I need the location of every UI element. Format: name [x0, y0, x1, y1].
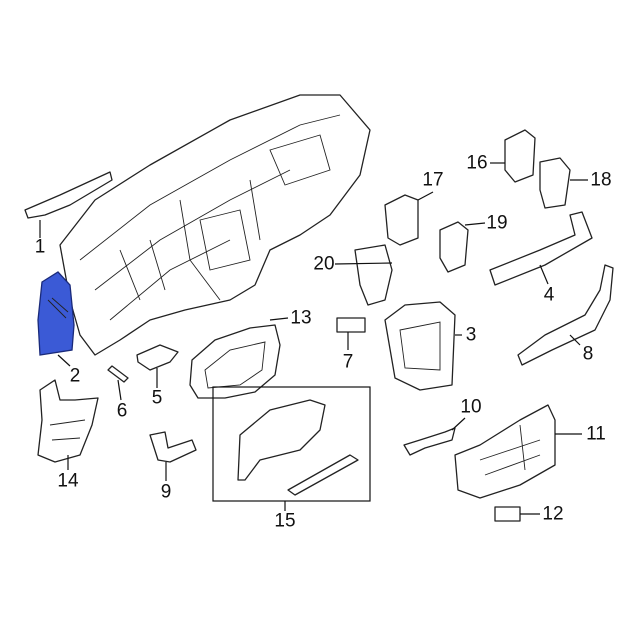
callout-5: 5 [151, 387, 163, 409]
callout-9: 9 [160, 481, 172, 503]
callout-18: 18 [590, 169, 612, 191]
callout-3: 3 [465, 324, 477, 346]
part-12 [494, 506, 521, 522]
part-17-vent [384, 194, 419, 246]
callout-15: 15 [274, 510, 296, 532]
callout-14: 14 [57, 470, 79, 492]
part-8-trim [517, 264, 614, 366]
callout-8: 8 [582, 343, 594, 365]
part-5 [136, 344, 179, 371]
callout-17: 17 [422, 169, 444, 191]
callout-1: 1 [34, 236, 46, 258]
callout-13: 13 [290, 307, 312, 329]
part-9 [149, 431, 197, 463]
part-1-bracket [24, 171, 113, 219]
callout-10: 10 [460, 396, 482, 418]
part-19 [439, 221, 469, 273]
part-4-trim [489, 211, 593, 286]
leader-lines [39, 162, 588, 515]
part-14 [37, 379, 99, 463]
part-20 [354, 244, 393, 306]
callout-20: 20 [313, 253, 335, 275]
part-10 [403, 427, 456, 456]
callout-12: 12 [542, 503, 564, 525]
part-15-trim-lower [287, 454, 359, 496]
part-18 [539, 157, 571, 209]
part-3-console [384, 301, 456, 391]
callout-4: 4 [543, 284, 555, 306]
callout-7: 7 [342, 351, 354, 373]
part-15-trim-upper [237, 399, 326, 481]
callout-11: 11 [586, 423, 606, 445]
part-2-highlighted [37, 271, 75, 356]
part-16-vent [504, 129, 536, 183]
callout-2: 2 [69, 365, 81, 387]
callout-6: 6 [116, 400, 128, 422]
instrument-panel-frame [59, 94, 371, 356]
part-13-cluster-bezel [189, 324, 281, 399]
part-7-switch [336, 317, 366, 333]
callout-16: 16 [466, 152, 488, 174]
callout-19: 19 [486, 212, 508, 234]
part-15-group-box [212, 386, 371, 502]
part-6 [107, 365, 129, 383]
